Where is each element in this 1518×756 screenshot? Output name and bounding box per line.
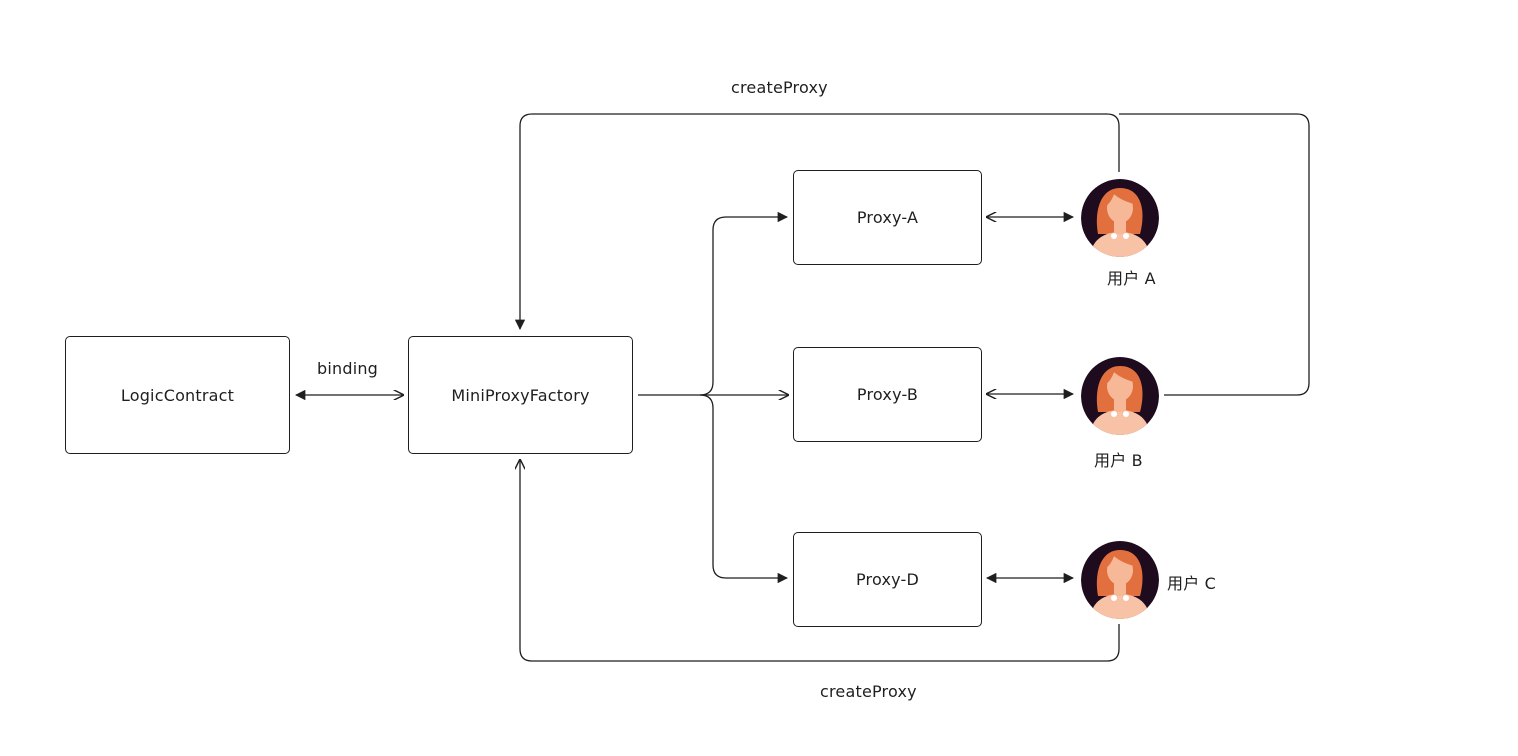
user-c-label: 用户 C [1167,574,1217,593]
user-c-avatar-icon[interactable] [1080,540,1160,620]
create-proxy-right-connector [1119,113,1310,396]
logic-contract-node[interactable]: LogicContract [65,336,290,454]
proxy-d-node[interactable]: Proxy-D [793,532,982,627]
branch-proxy-d-connector [699,394,789,584]
create-proxy-top-label: createProxy [731,78,828,97]
proxy-a-label: Proxy-A [856,208,919,227]
user-b-avatar-icon[interactable] [1080,356,1160,436]
proxy-b-node[interactable]: Proxy-B [793,347,982,442]
create-proxy-bottom-connector [520,460,1120,662]
proxy-d-label: Proxy-D [855,570,920,589]
binding-label: binding [317,359,379,378]
create-proxy-top-connector [514,113,1120,331]
logic-contract-label: LogicContract [120,385,235,405]
proxy-a-node[interactable]: Proxy-A [793,170,982,265]
branch-proxy-a-connector [699,211,789,396]
proxy-b-label: Proxy-B [856,385,919,404]
user-b-label: 用户 B [1094,451,1143,470]
user-a-avatar-icon[interactable] [1080,178,1160,258]
create-proxy-bottom-label: createProxy [820,682,917,701]
mini-proxy-factory-label: MiniProxyFactory [451,385,590,405]
user-a-label: 用户 A [1107,269,1156,288]
mini-proxy-factory-node[interactable]: MiniProxyFactory [408,336,633,454]
